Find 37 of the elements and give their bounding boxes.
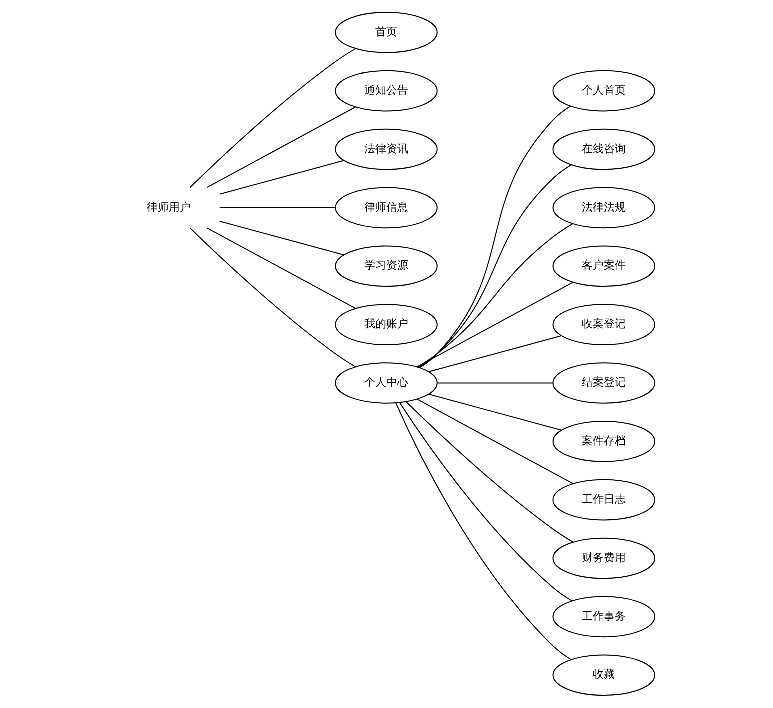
connector bbox=[406, 402, 574, 543]
node-ellipse: 收藏 bbox=[552, 654, 656, 696]
node-ellipse: 律师信息 bbox=[335, 187, 438, 229]
node-ellipse: 法律资讯 bbox=[335, 128, 438, 170]
connector bbox=[418, 164, 572, 368]
connector bbox=[190, 228, 356, 368]
node-ellipse: 工作日志 bbox=[552, 479, 656, 521]
connector bbox=[220, 207, 336, 208]
connector bbox=[438, 382, 553, 384]
connector bbox=[428, 394, 562, 431]
connector bbox=[220, 221, 344, 256]
node-ellipse: 案件存档 bbox=[552, 421, 656, 462]
connector bbox=[420, 106, 571, 368]
node-ellipse: 个人中心 bbox=[335, 362, 438, 404]
connector bbox=[417, 399, 574, 484]
node-ellipse: 财务费用 bbox=[552, 538, 656, 580]
node-ellipse: 收案登记 bbox=[552, 304, 656, 346]
node-ellipse: 工作事务 bbox=[552, 596, 656, 638]
connector bbox=[418, 224, 573, 368]
node-text: 律师用户 bbox=[146, 200, 191, 214]
node-ellipse: 学习资源 bbox=[335, 246, 438, 287]
connector bbox=[190, 48, 356, 188]
connector bbox=[400, 402, 572, 602]
node-ellipse: 我的账户 bbox=[335, 304, 438, 346]
connector bbox=[207, 228, 356, 310]
node-ellipse: 首页 bbox=[335, 12, 438, 54]
connector bbox=[207, 106, 356, 188]
connector bbox=[396, 403, 572, 660]
node-ellipse: 结案登记 bbox=[552, 362, 656, 404]
connector bbox=[417, 282, 574, 368]
node-ellipse: 通知公告 bbox=[335, 70, 438, 112]
connector bbox=[220, 160, 344, 195]
node-ellipse: 客户案件 bbox=[552, 246, 656, 287]
node-ellipse: 在线咨询 bbox=[552, 128, 656, 170]
connector bbox=[428, 336, 562, 372]
node-ellipse: 个人首页 bbox=[552, 70, 656, 112]
node-ellipse: 法律法规 bbox=[552, 187, 656, 229]
